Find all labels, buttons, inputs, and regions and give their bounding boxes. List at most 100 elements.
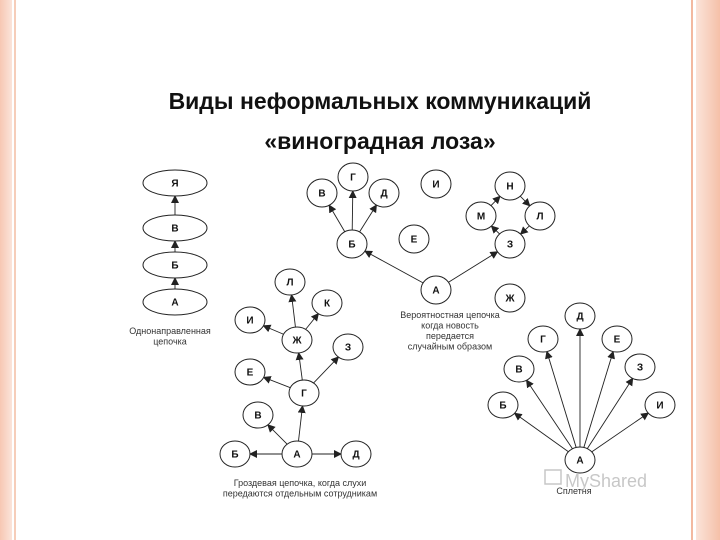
cluster-arrow-6: [313, 356, 340, 384]
prob-arrow-6: [490, 195, 501, 206]
prob-node-7: М: [465, 201, 497, 231]
gossip-arrow-6: [591, 412, 650, 453]
prob-node-0-label: В: [318, 189, 325, 200]
watermark: MyShared: [544, 469, 647, 491]
gossip-node-7: А: [564, 446, 596, 474]
gossip-arrow-3: [525, 379, 573, 450]
chain-node-0: Я: [142, 169, 208, 197]
slide-subtitle: «виноградная лоза»: [264, 128, 496, 154]
cluster-node-8: Б: [219, 440, 251, 468]
prob-arrow-1: [448, 251, 499, 283]
prob-caption-line-3: случайным образом: [408, 342, 492, 352]
cluster-node-1: И: [234, 306, 266, 334]
prob-arrow-8: [519, 225, 530, 235]
prob-node-0: В: [306, 178, 338, 208]
cluster-arrow-9: [305, 312, 320, 330]
chain-node-1-label: В: [171, 224, 178, 235]
prob-node-6: Н: [494, 171, 526, 201]
slide-title: Виды неформальных коммуникаций: [168, 88, 592, 114]
gossip-node-3: В: [503, 355, 535, 383]
cluster-node-9-label: А: [293, 450, 300, 461]
gossip-node-0: Д: [564, 302, 596, 330]
gossip-arrow-5: [513, 412, 569, 453]
gossip-node-6-label: И: [656, 401, 663, 412]
cluster-node-0: Л: [274, 268, 306, 296]
cluster-node-7: В: [242, 401, 274, 429]
prob-caption-line-2: передается: [426, 331, 474, 341]
cluster-node-4: З: [332, 333, 364, 361]
cluster-arrow-8: [288, 293, 297, 328]
chain-node-0-label: Я: [171, 179, 178, 190]
cluster-node-10: Д: [340, 440, 372, 468]
prob-node-9: З: [494, 229, 526, 259]
gossip-node-3-label: В: [515, 365, 522, 376]
chain-node-2: Б: [142, 251, 208, 279]
cluster-caption-line-0: Гроздевая цепочка, когда слухи: [234, 478, 367, 488]
gossip-node-1: Г: [527, 325, 559, 353]
cluster-node-9: А: [281, 440, 313, 468]
gossip-node-5: Б: [487, 391, 519, 419]
prob-caption-line-0: Вероятностная цепочка: [400, 310, 500, 320]
cluster-node-5-label: Е: [247, 368, 254, 379]
cluster-node-2: К: [311, 289, 343, 317]
slide-frame-left: [0, 0, 12, 540]
prob-node-3: Б: [336, 229, 368, 259]
cluster-caption-line-1: передаются отдельным сотрудникам: [223, 489, 377, 499]
gossip-node-2: Е: [601, 325, 633, 353]
gossip-arrow-4: [586, 377, 634, 449]
gossip-node-4-label: З: [637, 363, 643, 374]
prob-node-3-label: Б: [348, 240, 355, 251]
prob-node-6-label: Н: [506, 182, 513, 193]
cluster-arrow-3: [297, 404, 306, 442]
cluster-node-4-label: З: [345, 343, 351, 354]
cluster-arrow-4: [262, 376, 291, 389]
cluster-node-6: Г: [288, 379, 320, 407]
gossip-node-7-label: А: [576, 456, 583, 467]
prob-node-8: Л: [524, 201, 556, 231]
prob-node-8-label: Л: [536, 212, 543, 223]
watermark-text: MyShared: [565, 471, 647, 491]
prob-node-1: Г: [337, 162, 369, 192]
prob-arrow-4: [359, 204, 377, 233]
slide-frame-right-line: [691, 0, 693, 540]
cluster-arrow-2: [267, 424, 288, 445]
prob-node-4: И: [420, 169, 452, 199]
prob-node-11: Ж: [494, 283, 526, 313]
cluster-node-1-label: И: [246, 316, 253, 327]
gossip-node-6: И: [644, 391, 676, 419]
slide-frame-left-line: [14, 0, 16, 540]
prob-arrow-2: [328, 204, 346, 232]
prob-arrow-7: [519, 195, 531, 207]
chain-node-2-label: Б: [171, 261, 178, 272]
cluster-node-6-label: Г: [301, 389, 307, 400]
cluster-arrow-5: [295, 351, 304, 381]
cluster-node-7-label: В: [254, 411, 261, 422]
prob-node-7-label: М: [477, 212, 485, 223]
gossip-caption: Сплетня: [556, 486, 591, 496]
cluster-node-2-label: К: [324, 299, 331, 310]
cluster-node-10-label: Д: [352, 450, 359, 461]
chain-node-1: В: [142, 214, 208, 242]
cluster-node-3-label: Ж: [291, 336, 302, 347]
prob-node-11-label: Ж: [504, 294, 515, 305]
cluster-node-5: Е: [234, 358, 266, 386]
cluster-node-3: Ж: [281, 326, 313, 354]
gossip-arrow-2: [583, 350, 615, 448]
prob-node-5: Е: [398, 224, 430, 254]
cluster-node-0-label: Л: [286, 278, 293, 289]
prob-node-10-label: А: [432, 286, 439, 297]
gossip-node-0-label: Д: [576, 312, 583, 323]
gossip-node-1-label: Г: [540, 335, 546, 346]
prob-node-5-label: Е: [411, 235, 418, 246]
gossip-node-4: З: [624, 353, 656, 381]
prob-caption-line-1: когда новость: [421, 321, 479, 331]
prob-arrow-3: [348, 189, 357, 231]
prob-node-1-label: Г: [350, 173, 356, 184]
chain-caption-line-1: цепочка: [153, 337, 187, 347]
gossip-node-5-label: Б: [499, 401, 506, 412]
cluster-node-8-label: Б: [231, 450, 238, 461]
prob-node-2-label: Д: [380, 189, 387, 200]
prob-node-9-label: З: [507, 240, 513, 251]
prob-node-10: А: [420, 275, 452, 305]
